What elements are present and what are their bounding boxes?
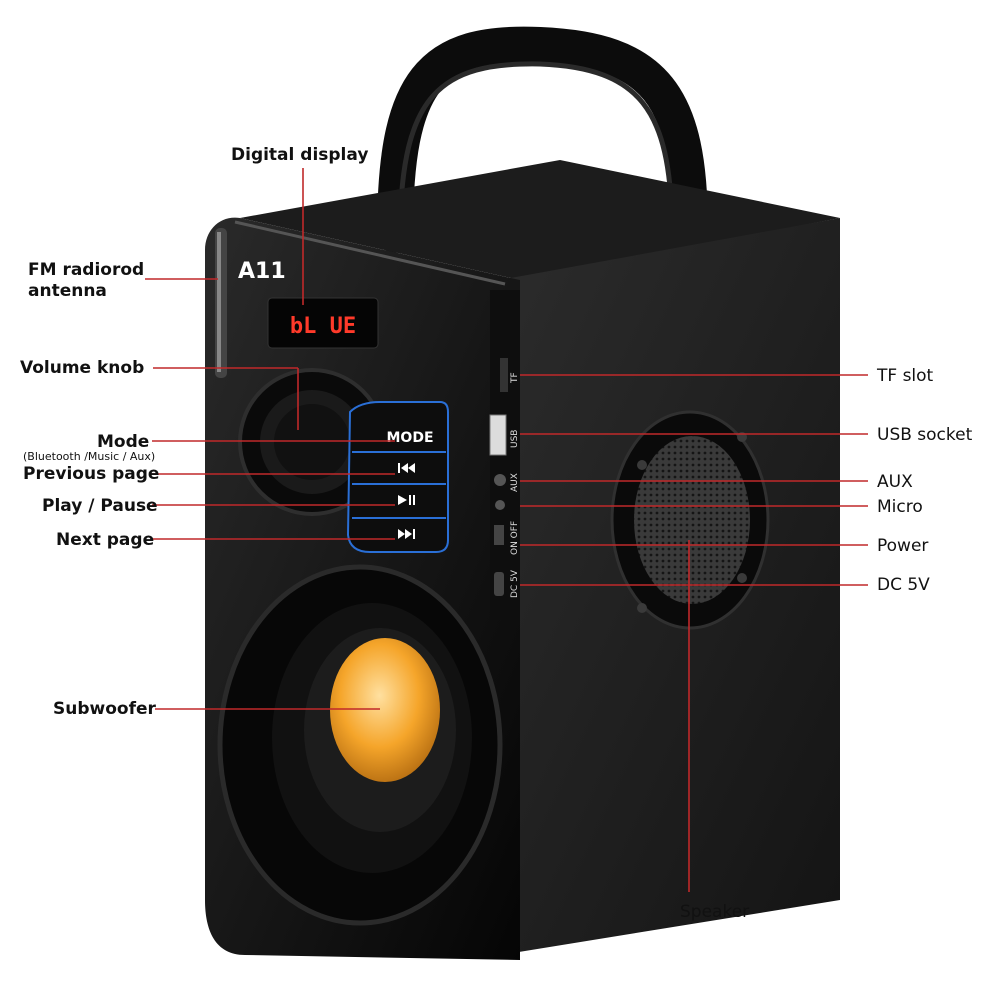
aux-jack[interactable] <box>494 474 506 486</box>
label-mode-sub: (Bluetooth /Music / Aux) <box>23 450 156 463</box>
port-label-aux: AUX <box>510 473 520 492</box>
speaker-top-face <box>240 160 840 280</box>
label-speaker: Speaker <box>680 902 750 922</box>
label-fm-antenna-line2: antenna <box>28 281 107 301</box>
port-label-dc: DC 5V <box>510 569 520 598</box>
next-button[interactable] <box>398 529 415 539</box>
dc-5v-port[interactable] <box>494 572 504 596</box>
label-next-page: Next page <box>56 530 155 550</box>
label-digital-display: Digital display <box>231 145 369 165</box>
tf-card-slot[interactable] <box>500 358 508 392</box>
label-previous-page: Previous page <box>23 464 160 484</box>
digital-display-readout: bL UE <box>290 314 356 339</box>
port-label-on-off: ON OFF <box>510 521 520 555</box>
previous-button[interactable] <box>398 463 415 473</box>
subwoofer-cone <box>330 638 440 782</box>
model-badge: A11 <box>238 259 286 284</box>
port-column: TF USB AUX ON OFF DC 5V <box>489 290 520 620</box>
side-speaker <box>610 410 770 630</box>
digital-display-panel <box>267 297 379 349</box>
label-fm-antenna-line1: FM radiorod <box>28 260 145 280</box>
label-power: Power <box>877 536 929 556</box>
port-label-usb: USB <box>510 430 520 448</box>
micro-jack[interactable] <box>495 500 505 510</box>
label-play-pause: Play / Pause <box>42 496 158 516</box>
label-usb-socket: USB socket <box>877 425 973 445</box>
label-dc-5v: DC 5V <box>877 575 930 595</box>
callout-lines <box>145 168 868 892</box>
port-label-tf: TF <box>510 372 520 384</box>
label-micro: Micro <box>877 497 923 517</box>
play-pause-button[interactable] <box>398 495 415 505</box>
subwoofer <box>217 564 503 926</box>
mode-button[interactable]: MODE <box>386 430 433 446</box>
usb-port[interactable] <box>489 414 507 456</box>
label-aux: AUX <box>877 472 913 492</box>
speaker-grille <box>634 436 750 604</box>
label-volume-knob: Volume knob <box>20 358 145 378</box>
carry-handle <box>377 26 708 253</box>
label-subwoofer: Subwoofer <box>53 699 156 719</box>
label-tf-slot: TF slot <box>877 366 934 386</box>
control-pad: MODE <box>346 401 449 553</box>
fm-antenna <box>215 228 227 378</box>
label-mode: Mode <box>97 432 150 452</box>
power-switch[interactable] <box>494 525 504 545</box>
